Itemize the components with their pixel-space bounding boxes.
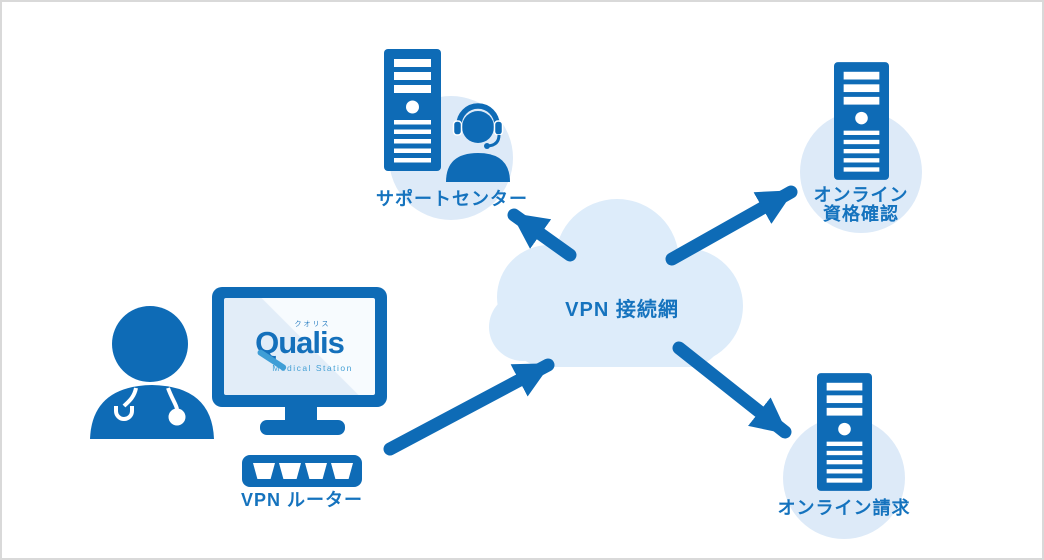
arrow-router-to-cloud [383, 358, 555, 456]
vpn-router-icon [242, 455, 362, 487]
qualification-label-line2: 資格確認 [823, 204, 899, 224]
client-monitor-screen: クオリス Qualis Medical Station [224, 298, 375, 395]
router-port-icon [279, 463, 301, 479]
qualis-logo-text: Qualis [255, 324, 345, 360]
router-port-icon [331, 463, 353, 479]
qualification-label-line1: オンライン [813, 185, 909, 205]
monitor-stand-neck [285, 405, 317, 422]
vpn-cloud-icon [489, 199, 743, 367]
qualification-label: オンライン 資格確認 [791, 186, 931, 224]
vpn-router-label: VPN ルーター [240, 490, 363, 510]
billing-server-icon [817, 373, 872, 491]
support-center-label: サポートセンター [376, 189, 528, 209]
qualis-logo-tagline: Medical Station [272, 362, 353, 373]
qualis-logo-kana: クオリス [294, 320, 331, 328]
billing-label: オンライン請求 [777, 498, 911, 518]
vpn-cloud-label: VPN 接続網 [565, 299, 679, 321]
doctor-icon [90, 306, 214, 439]
router-port-icon [253, 463, 275, 479]
router-port-icon [305, 463, 327, 479]
qualification-server-icon [834, 62, 889, 180]
monitor-stand-base [260, 420, 345, 435]
support-operator-icon [446, 103, 510, 182]
support-center-server-icon [384, 49, 441, 171]
qualis-logo: Qualis [255, 324, 345, 371]
